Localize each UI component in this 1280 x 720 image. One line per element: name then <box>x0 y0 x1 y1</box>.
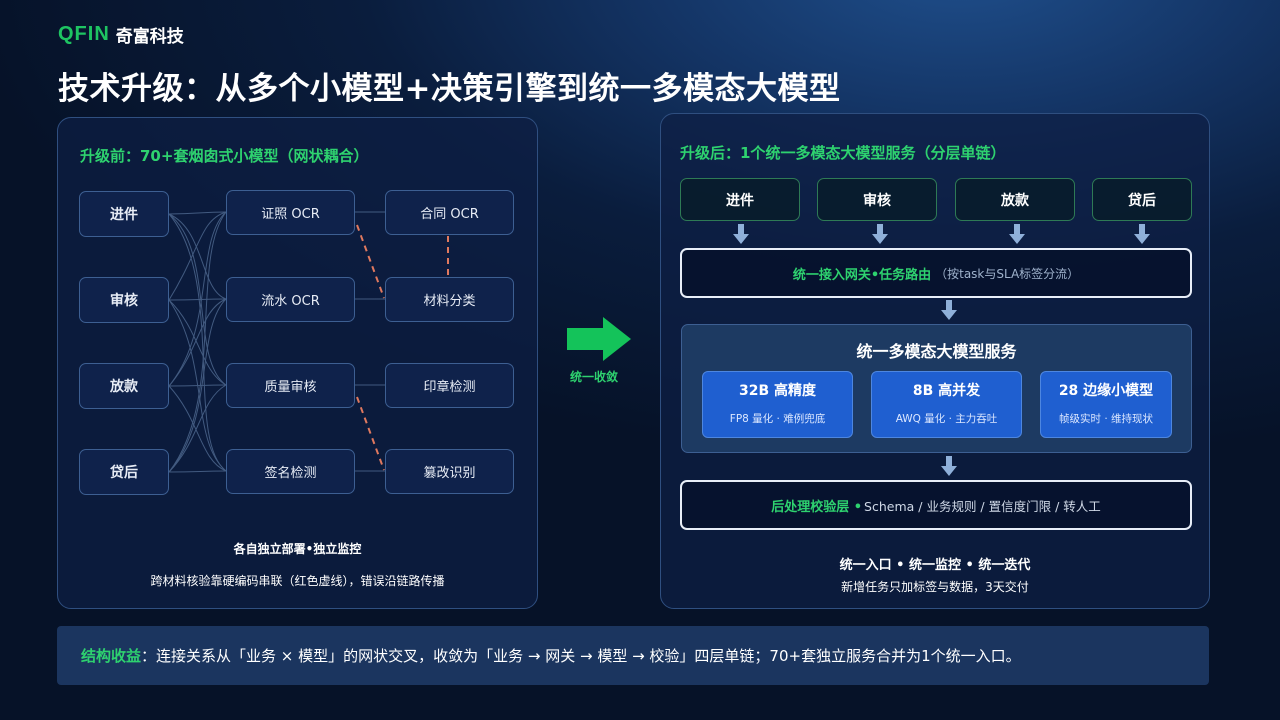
down-arrow-icon <box>1009 224 1025 244</box>
model-card-desc: AWQ 量化 · 主力吞吐 <box>895 413 998 425</box>
company-name: 奇富科技 <box>115 27 184 47</box>
logo-mark: QFIN <box>58 23 110 45</box>
gateway-subtitle: （按task与SLA标签分流） <box>935 266 1080 281</box>
after-biz-intake: 进件 <box>680 178 800 221</box>
benefit-bar: 结构收益 ：连接关系从「业务 × 模型」的网状交叉，收敛为「业务 → 网关 → … <box>57 626 1209 685</box>
after-note-unified: 统一入口 • 统一监控 • 统一迭代 <box>839 558 1031 573</box>
down-arrow-icon <box>941 300 957 320</box>
down-arrow-icon <box>733 224 749 244</box>
post-process-bar: 后处理校验层 • Schema / 业务规则 / 置信度门限 / 转人工 <box>680 480 1192 530</box>
after-biz-review: 审核 <box>817 178 937 221</box>
after-panel-title: 升级后：1个统一多模态大模型服务（分层单链） <box>680 144 1006 162</box>
after-note-delivery: 新增任务只加标签与数据，3天交付 <box>841 580 1029 594</box>
model-service-title: 统一多模态大模型服务 <box>856 342 1017 361</box>
down-arrow-icon <box>1134 224 1150 244</box>
before-panel-title: 升级前：70+套烟囱式小模型（网状耦合） <box>80 147 369 165</box>
model-statement-ocr: 流水 OCR <box>226 277 355 322</box>
model-id-ocr: 证照 OCR <box>226 190 355 235</box>
before-note-coupling: 跨材料核验靠硬编码串联（红色虚线），错误沿链路传播 <box>150 574 445 588</box>
model-card-title: 8B 高并发 <box>912 383 981 399</box>
after-biz-disburse: 放款 <box>955 178 1075 221</box>
converge-label: 统一收敛 <box>569 370 618 384</box>
model-tamper-detect: 篡改识别 <box>385 449 514 494</box>
model-material-classify: 材料分类 <box>385 277 514 322</box>
post-process-title: 后处理校验层 • <box>771 499 863 515</box>
gateway-bar: 统一接入网关•任务路由 （按task与SLA标签分流） <box>680 248 1192 298</box>
gateway-title: 统一接入网关•任务路由 <box>792 267 932 283</box>
after-biz-post-loan: 贷后 <box>1092 178 1192 221</box>
before-biz-disburse: 放款 <box>79 363 169 409</box>
model-seal-detect: 印章检测 <box>385 363 514 408</box>
post-process-subtitle: Schema / 业务规则 / 置信度门限 / 转人工 <box>864 498 1101 514</box>
benefit-label: 结构收益 <box>81 647 142 665</box>
model-card-32b: 32B 高精度 FP8 量化 · 难例兜底 <box>702 371 853 438</box>
model-card-title: 32B 高精度 <box>738 383 817 399</box>
before-note-deploy: 各自独立部署•独立监控 <box>233 542 362 556</box>
model-signature-detect: 签名检测 <box>226 449 355 494</box>
slide-title: 技术升级：从多个小模型+决策引擎到统一多模态大模型 <box>58 71 841 107</box>
before-biz-intake: 进件 <box>79 191 169 237</box>
model-contract-ocr: 合同 OCR <box>385 190 514 235</box>
company-logo: QFIN 奇富科技 <box>58 22 184 47</box>
model-card-edge: 28 边缘小模型 帧级实时 · 维持现状 <box>1040 371 1172 438</box>
before-biz-review: 审核 <box>79 277 169 323</box>
model-quality-review: 质量审核 <box>226 363 355 408</box>
converge-arrow-icon <box>567 317 631 361</box>
down-arrow-icon <box>872 224 888 244</box>
model-card-8b: 8B 高并发 AWQ 量化 · 主力吞吐 <box>871 371 1022 438</box>
benefit-text: ：连接关系从「业务 × 模型」的网状交叉，收敛为「业务 → 网关 → 模型 → … <box>141 647 1021 665</box>
before-biz-post-loan: 贷后 <box>79 449 169 495</box>
down-arrow-icon <box>941 456 957 476</box>
model-card-title: 28 边缘小模型 <box>1058 383 1154 399</box>
model-card-desc: 帧级实时 · 维持现状 <box>1058 413 1153 425</box>
model-card-desc: FP8 量化 · 难例兜底 <box>729 413 826 425</box>
